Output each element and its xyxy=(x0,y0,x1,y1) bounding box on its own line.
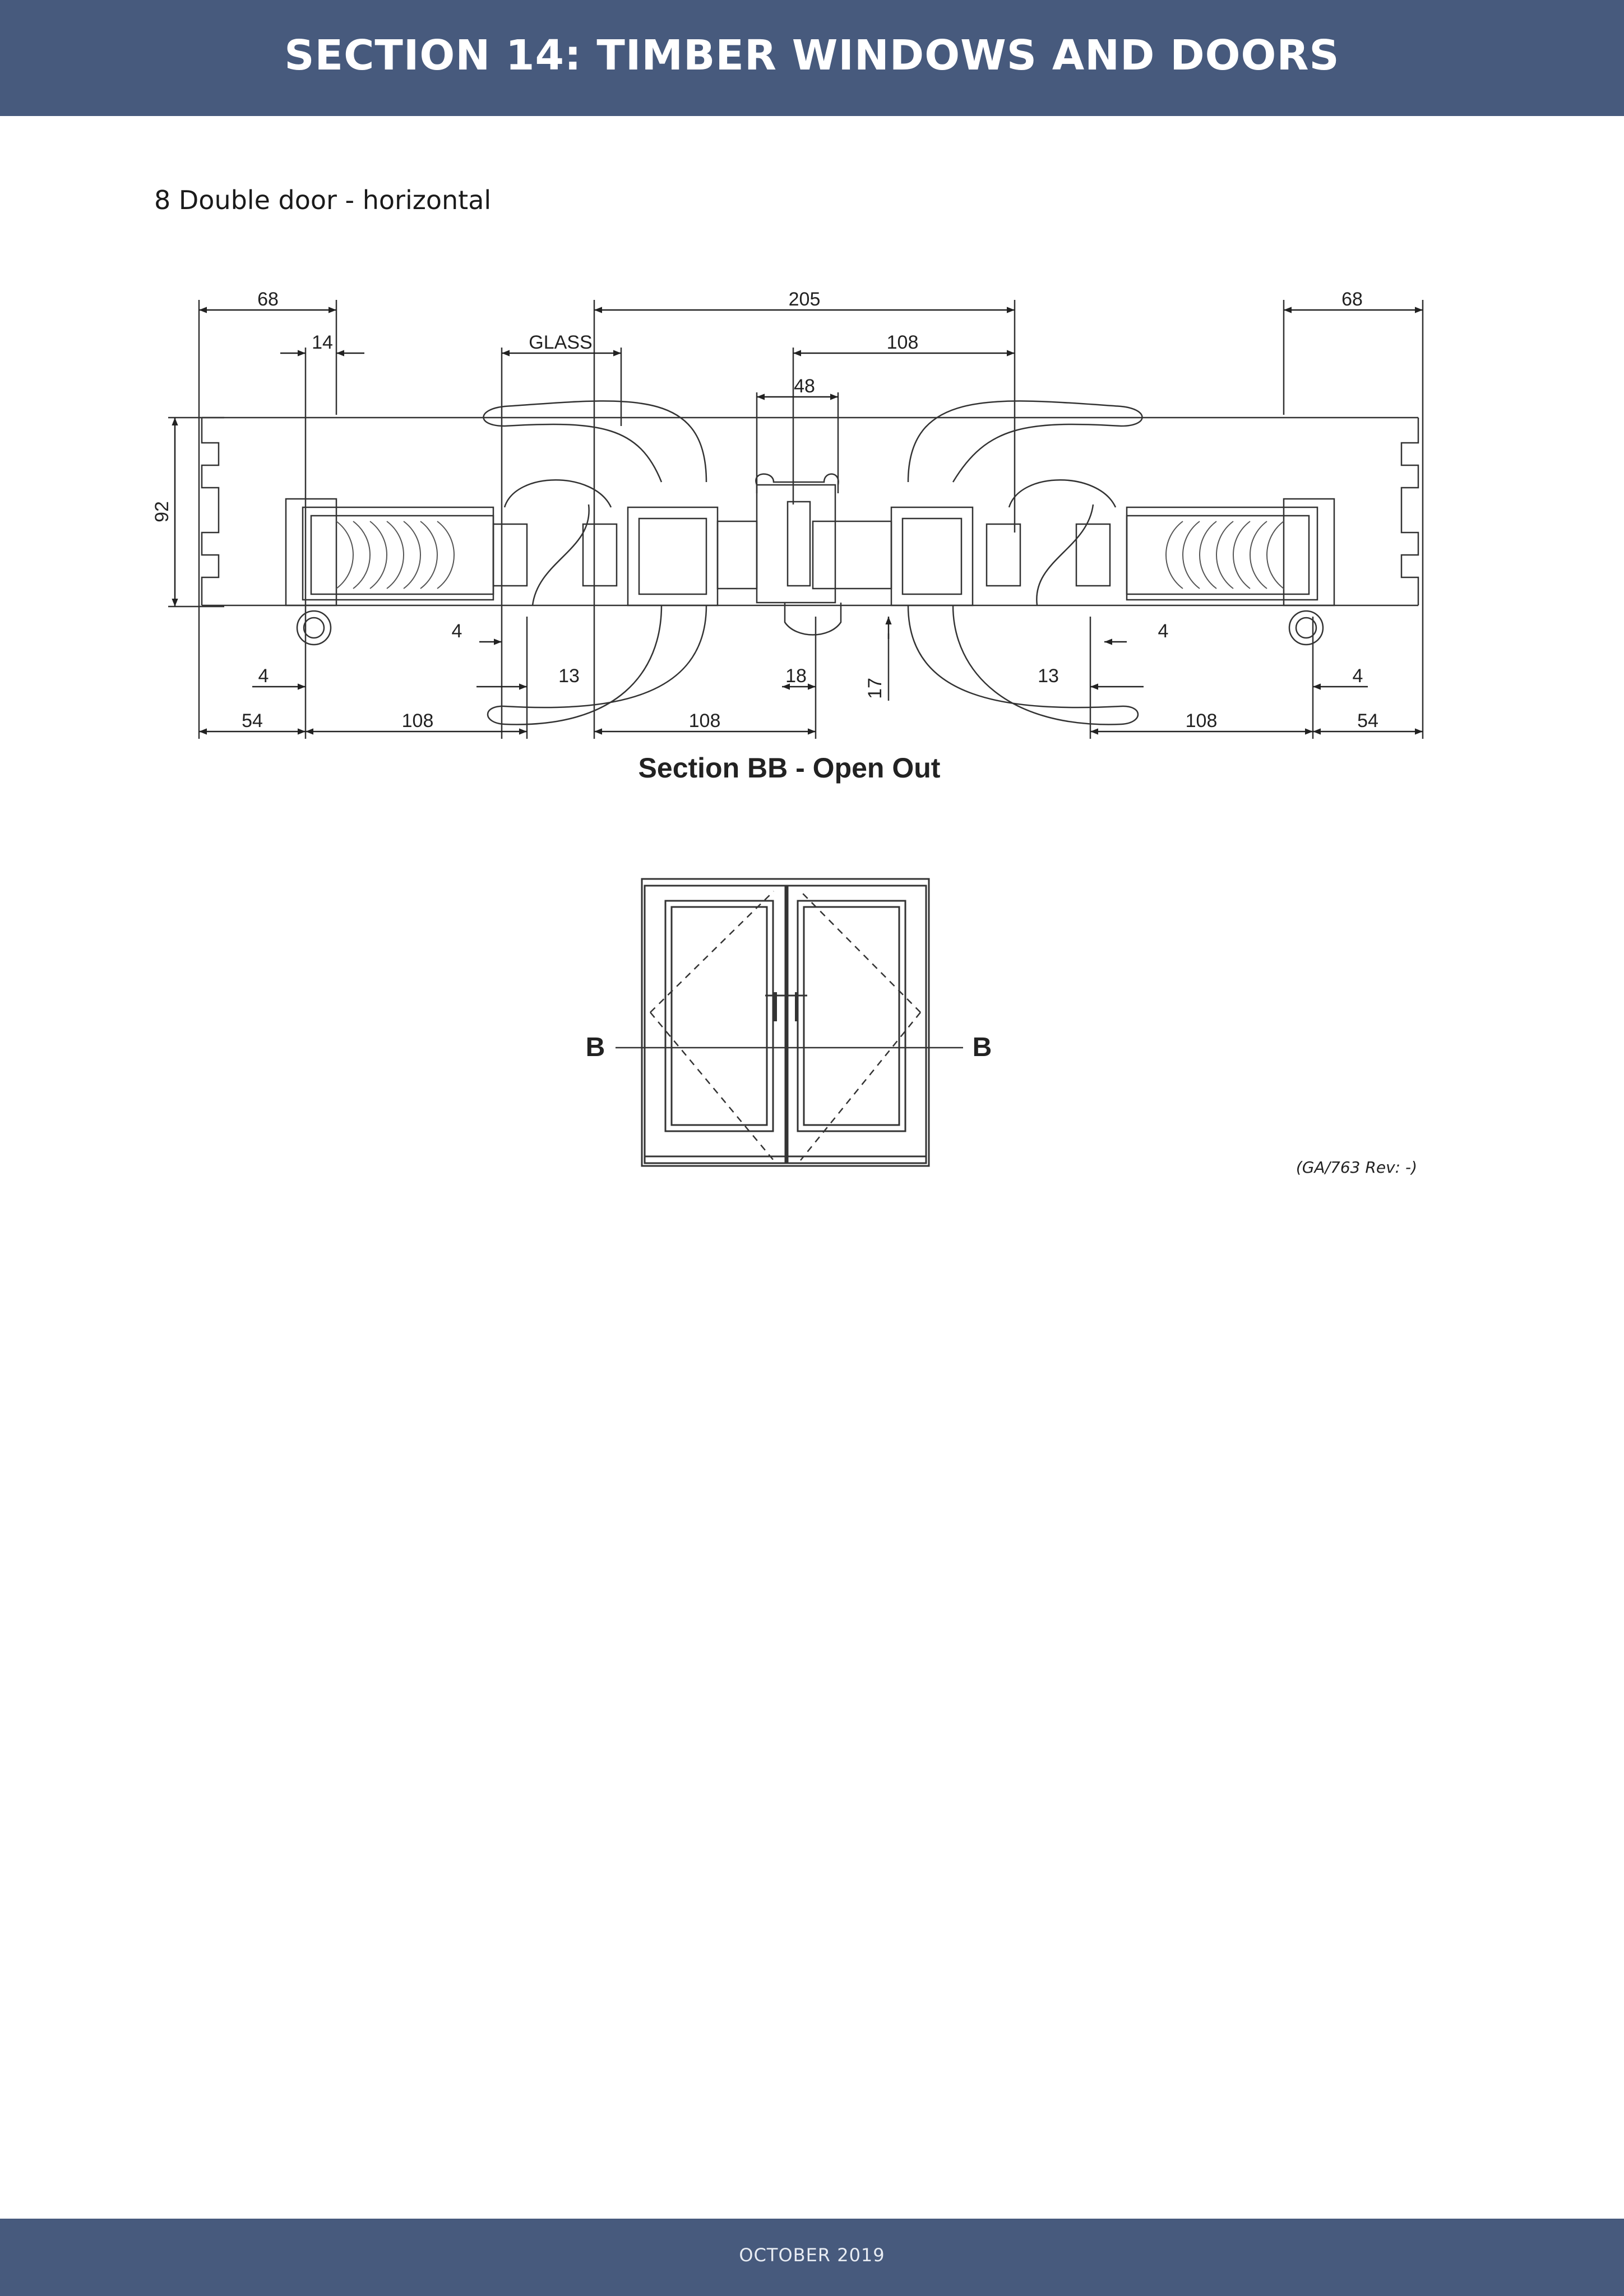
door-elevation xyxy=(616,878,963,1167)
dim-205: 205 xyxy=(789,289,821,310)
section-title: SECTION 14: TIMBER WINDOWS AND DOORS xyxy=(284,31,1340,80)
drawing-title: 8 Double door - horizontal xyxy=(154,185,492,215)
footer-date: OCTOBER 2019 xyxy=(739,2244,885,2266)
dim-92: 92 xyxy=(151,501,173,522)
dim-108-top: 108 xyxy=(887,332,919,353)
dim-108-c: 108 xyxy=(1186,710,1218,732)
dim-4-right-inner: 4 xyxy=(1158,621,1169,642)
dim-4-left: 4 xyxy=(258,665,269,687)
section-caption: Section BB - Open Out xyxy=(639,752,941,784)
dim-108-a: 108 xyxy=(402,710,434,732)
dim-68-right: 68 xyxy=(1341,289,1363,310)
dim-4-right: 4 xyxy=(1353,665,1363,687)
dim-18: 18 xyxy=(785,665,807,687)
drawing-reference: (GA/763 Rev: -) xyxy=(1296,1158,1417,1177)
dim-54-left: 54 xyxy=(242,710,263,732)
dim-13-left: 13 xyxy=(558,665,580,687)
glass-label: GLASS xyxy=(529,332,592,353)
page-header: SECTION 14: TIMBER WINDOWS AND DOORS xyxy=(0,0,1624,116)
section-marker-right: B xyxy=(973,1033,992,1062)
page-footer: OCTOBER 2019 xyxy=(0,2219,1624,2296)
dim-54-right: 54 xyxy=(1357,710,1378,732)
dim-48: 48 xyxy=(794,376,815,397)
dim-4-left-inner: 4 xyxy=(452,621,462,642)
dim-68-left: 68 xyxy=(257,289,279,310)
section-marker-left: B xyxy=(586,1033,605,1062)
dim-13-right: 13 xyxy=(1038,665,1059,687)
dim-14: 14 xyxy=(312,332,333,353)
dim-108-b: 108 xyxy=(689,710,721,732)
dim-17: 17 xyxy=(864,678,886,699)
